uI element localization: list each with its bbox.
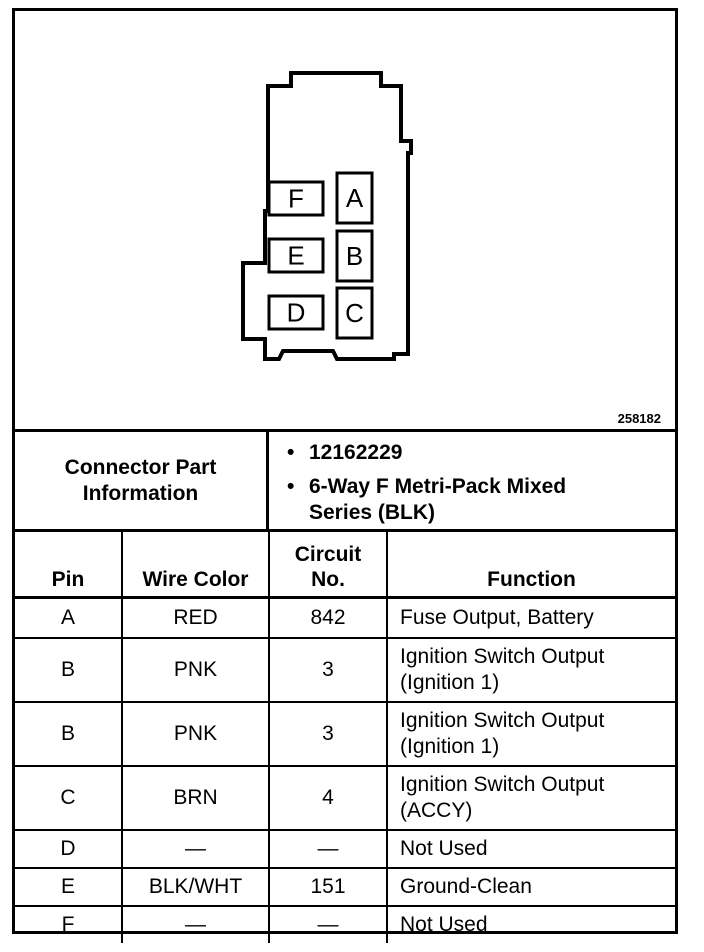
circuit-cell: —: [268, 904, 388, 943]
wire-color-cell: —: [121, 828, 270, 869]
function-cell: Ignition Switch Output (ACCY): [386, 764, 675, 831]
pin-c: C: [335, 286, 374, 340]
wire-color-cell: BRN: [121, 764, 270, 831]
pin-e: E: [267, 237, 325, 274]
pin-label: B: [346, 241, 363, 271]
part-info-item: • 12162229: [287, 440, 675, 466]
pin-label: D: [287, 298, 306, 328]
header-circuit-text: Circuit No.: [294, 543, 362, 591]
function-cell: Fuse Output, Battery: [386, 596, 675, 639]
function-text: Ignition Switch Output (ACCY): [400, 772, 605, 822]
function-text: Ignition Switch Output (Ignition 1): [400, 708, 605, 758]
pin-label: E: [287, 241, 304, 271]
function-cell: Not Used: [386, 904, 675, 943]
connector-housing-outline: [241, 71, 413, 361]
function-cell: Ignition Switch Output (Ignition 1): [386, 636, 675, 703]
figure-number: 258182: [617, 411, 661, 426]
wire-color-cell: —: [121, 904, 270, 943]
circuit-cell: 151: [268, 866, 388, 907]
function-cell: Ground-Clean: [386, 866, 675, 907]
function-cell: Ignition Switch Output (Ignition 1): [386, 700, 675, 767]
function-text: Ignition Switch Output (Ignition 1): [400, 644, 605, 694]
pin-cavity: [267, 180, 325, 217]
function-text: Ground-Clean: [400, 874, 532, 898]
connector-description: 6-Way F Metri-Pack Mixed Series (BLK): [309, 475, 567, 524]
part-number: 12162229: [309, 441, 403, 464]
function-text: Fuse Output, Battery: [400, 605, 594, 629]
pin-label: F: [288, 184, 304, 214]
pin-cavity: [335, 286, 374, 340]
table-row: F——Not Used: [15, 904, 675, 943]
pin-cell: C: [15, 764, 123, 831]
circuit-cell: 4: [268, 764, 388, 831]
wire-color-cell: PNK: [121, 636, 270, 703]
header-circuit: Circuit No.: [268, 532, 388, 599]
header-wire-color: Wire Color: [121, 532, 270, 599]
table-row: D——Not Used: [15, 828, 675, 869]
pin-cavity: [335, 229, 374, 283]
pin-cell: D: [15, 828, 123, 869]
circuit-cell: 3: [268, 636, 388, 703]
pin-cell: A: [15, 596, 123, 639]
part-info-label: Connector Part Information: [15, 432, 269, 529]
pin-b: B: [335, 229, 374, 283]
bullet-icon: •: [287, 441, 295, 464]
pin-cell: E: [15, 866, 123, 907]
function-cell: Not Used: [386, 828, 675, 869]
wire-color-cell: BLK/WHT: [121, 866, 270, 907]
pin-cavity: [267, 237, 325, 274]
part-info-label-text: Connector Part Information: [64, 455, 217, 505]
bullet-icon: •: [287, 475, 295, 498]
part-info-list: • 12162229 • 6-Way F Metri-Pack Mixed Se…: [269, 432, 675, 529]
pin-cell: B: [15, 636, 123, 703]
connector-face-drawing: FED ABC: [241, 71, 413, 361]
pin-cavity: [267, 294, 325, 331]
header-function: Function: [386, 532, 675, 599]
part-info-item: • 6-Way F Metri-Pack Mixed Series (BLK): [287, 474, 675, 526]
pin-f: F: [267, 180, 325, 217]
pin-d: D: [267, 294, 325, 331]
connector-part-info: Connector Part Information • 12162229 • …: [15, 432, 675, 532]
circuit-cell: —: [268, 828, 388, 869]
function-text: Not Used: [400, 836, 488, 860]
pin-cell: F: [15, 904, 123, 943]
table-header-row: Pin Wire Color Circuit No. Function: [15, 532, 675, 599]
function-text: Not Used: [400, 912, 488, 936]
pin-a: A: [335, 171, 374, 225]
pin-cavity: [335, 171, 374, 225]
wire-color-cell: PNK: [121, 700, 270, 767]
circuit-cell: 842: [268, 596, 388, 639]
header-pin: Pin: [15, 532, 123, 599]
pin-cell: B: [15, 700, 123, 767]
pin-label: C: [345, 298, 364, 328]
circuit-cell: 3: [268, 700, 388, 767]
wire-color-cell: RED: [121, 596, 270, 639]
pin-label: A: [346, 183, 364, 213]
